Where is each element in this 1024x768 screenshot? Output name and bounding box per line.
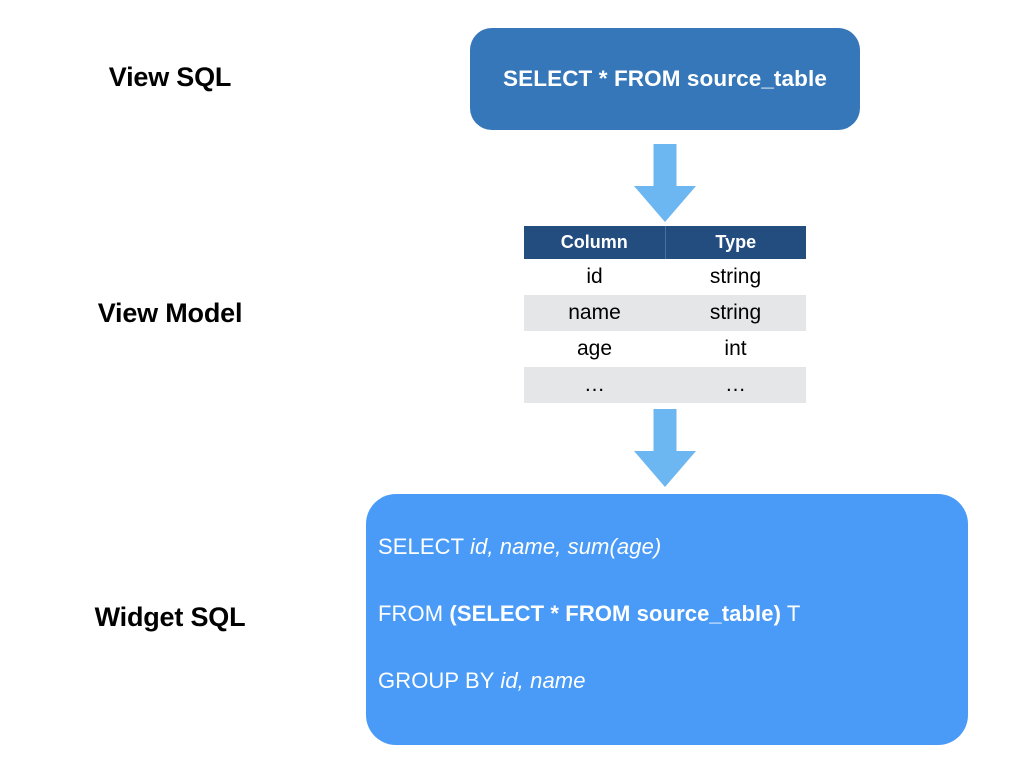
cell-column-name: name [524,295,665,331]
column-header-column: Column [524,226,666,259]
sql-keyword-group-by: GROUP BY [378,668,501,693]
sql-keyword-from: FROM [378,601,450,626]
table-row: name string [524,295,806,331]
cell-column-type: int [665,331,806,367]
sql-subquery: (SELECT * FROM source_table) [449,601,782,626]
widget-sql-group-by-line: GROUP BY id, name [378,670,968,692]
view-sql-box: SELECT * FROM source_table [470,28,860,130]
view-sql-query-text: SELECT * FROM source_table [503,66,827,91]
table-row: id string [524,259,806,295]
table-row: age int [524,331,806,367]
sql-select-columns: id, name, sum(age) [470,534,662,559]
column-header-type: Type [665,226,806,259]
table-header-row: Column Type [524,226,806,259]
cell-column-type: string [665,295,806,331]
sql-keyword-select: SELECT [378,534,470,559]
widget-sql-box: SELECT id, name, sum(age) FROM (SELECT *… [366,494,968,745]
cell-column-name: id [524,259,665,295]
view-model-schema-table: Column Type id string name string age in… [524,226,806,403]
cell-column-type: … [665,367,806,403]
widget-sql-from-line: FROM (SELECT * FROM source_table) T [378,603,968,625]
stage-label-view-sql: View SQL [108,62,232,92]
cell-column-name: age [524,331,665,367]
cell-column-name: … [524,367,665,403]
table-row: … … [524,367,806,403]
sql-group-by-columns: id, name [500,668,586,693]
stage-label-view-model: View Model [97,298,243,328]
arrow-down-icon-2 [634,409,696,487]
widget-sql-select-line: SELECT id, name, sum(age) [378,536,968,558]
stage-label-widget-sql: Widget SQL [94,602,246,632]
cell-column-type: string [665,259,806,295]
sql-table-alias: T [781,601,801,626]
arrow-down-icon-1 [634,144,696,222]
